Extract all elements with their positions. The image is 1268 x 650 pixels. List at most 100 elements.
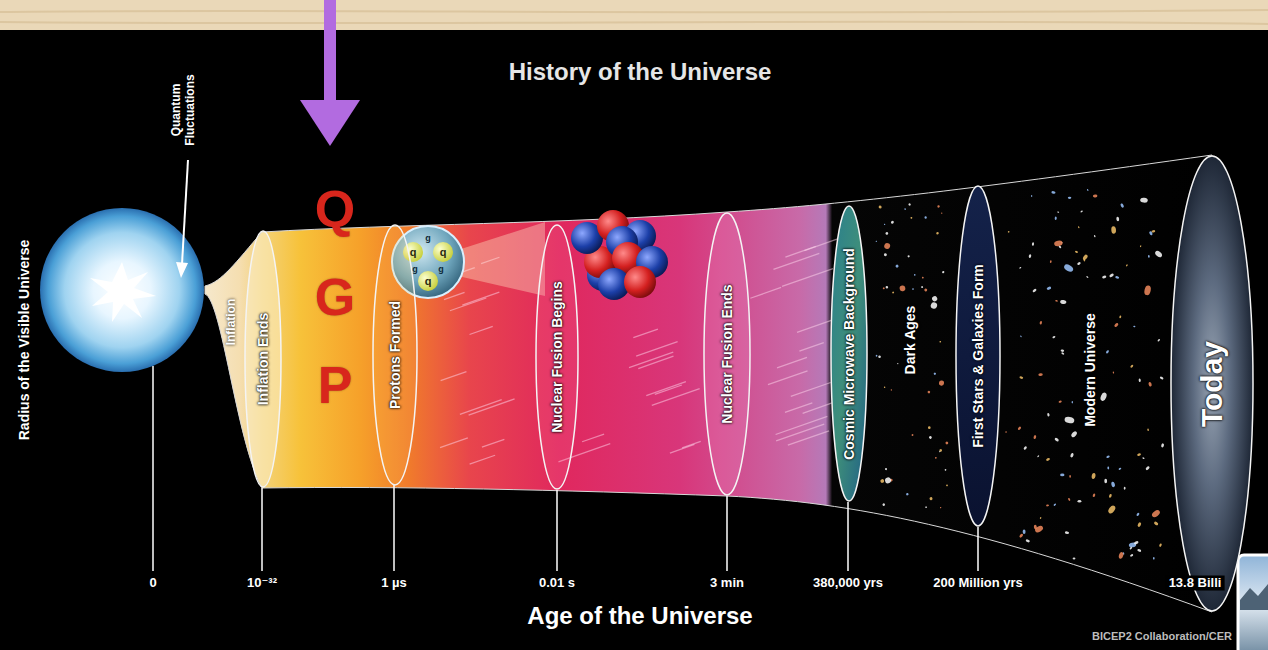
star-dot (891, 221, 894, 224)
epoch-label: Modern Universe (1082, 313, 1098, 427)
star-dot (1075, 250, 1079, 253)
diagram-title: History of the Universe (509, 58, 772, 86)
epoch-label: First Stars & Galaxies Form (970, 264, 986, 448)
universe-cone (205, 155, 1212, 612)
star-dot (1020, 335, 1022, 337)
star-dot (929, 497, 933, 501)
epoch-band: Inflation Ends (244, 230, 282, 488)
star-dot (1094, 235, 1096, 238)
star-dot (1159, 376, 1164, 380)
epoch-band: Nuclear Fusion Ends (703, 212, 751, 496)
epoch-label: Cosmic Microwave Background (841, 248, 857, 460)
star-dot (1130, 554, 1134, 558)
star-dot (939, 380, 945, 386)
highlight-arrow-head (300, 100, 360, 146)
star-dot (928, 435, 932, 439)
star-dot (1078, 226, 1080, 229)
star-dot (1065, 531, 1070, 534)
epoch-label: Nuclear Fusion Begins (549, 281, 565, 433)
star-dot (1118, 552, 1124, 560)
star-dot (1061, 352, 1065, 355)
star-dot (927, 390, 931, 394)
star-dot (1039, 321, 1042, 325)
star-dot (1054, 437, 1059, 442)
star-dot (1118, 467, 1121, 470)
star-dot (1080, 210, 1083, 213)
quark-ball (418, 271, 438, 291)
star-dot (1087, 189, 1089, 191)
star-dot (1115, 276, 1119, 279)
star-dot (1069, 475, 1071, 478)
band-ellipse (245, 231, 281, 487)
epoch-label: Today (1195, 340, 1229, 426)
star-dot (1151, 230, 1155, 233)
light-streak (633, 329, 658, 338)
star-dot (1055, 300, 1058, 302)
star-dot (1032, 242, 1035, 246)
pointer-head (176, 262, 188, 278)
star-dot (924, 216, 927, 219)
star-dot (899, 285, 906, 292)
star-dot (1083, 259, 1085, 262)
star-dot (942, 271, 945, 274)
epoch-band: First Stars & Galaxies Form (955, 185, 1001, 527)
star-dot (1140, 245, 1142, 247)
light-beam (458, 222, 545, 296)
star-dot (1047, 413, 1050, 417)
star-dot (1019, 267, 1022, 269)
star-dot (1119, 315, 1122, 318)
star-dot (1142, 457, 1145, 459)
star-dot (1114, 322, 1119, 327)
star-dot (939, 449, 942, 452)
light-streak (629, 352, 673, 367)
star-dot (1068, 498, 1071, 502)
star-dot (895, 264, 899, 268)
star-dot (1093, 194, 1098, 197)
star-dot (1109, 494, 1113, 499)
star-dot (1038, 373, 1043, 376)
star-dot (1106, 455, 1110, 458)
axis-title: Age of the Universe (527, 602, 752, 630)
star-dot (1060, 349, 1064, 352)
star-dot (884, 387, 886, 389)
star-dot (885, 286, 888, 289)
light-streak (636, 342, 677, 356)
star-dot (1005, 431, 1007, 433)
star-dot (1086, 276, 1089, 279)
time-value: 10⁻³² (244, 576, 280, 591)
star-dot (1078, 500, 1082, 502)
light-streak (682, 441, 701, 448)
star-dot (914, 274, 916, 276)
star-dot (1104, 479, 1107, 483)
gluon-symbol: g (412, 264, 418, 274)
light-streak (773, 253, 819, 269)
star-dot (1149, 231, 1154, 236)
star-dot (1046, 457, 1051, 461)
time-value: 1 µs (378, 576, 410, 591)
highlight-arrow-shaft (324, 0, 336, 100)
light-streak (777, 357, 807, 367)
star-dot (1099, 392, 1107, 402)
star-dot (1052, 335, 1056, 338)
star-dot (884, 224, 886, 226)
epoch-label: Inflation Ends (255, 313, 271, 406)
star-dot (897, 363, 898, 364)
light-streak (768, 371, 808, 385)
star-dot (1144, 285, 1152, 296)
star-dot (1107, 467, 1109, 470)
epoch-label: Nuclear Fusion Ends (719, 284, 735, 423)
star-dot (1129, 546, 1132, 549)
gluon-symbol: g (425, 233, 431, 243)
time-value: 0 (146, 576, 159, 591)
star-dot (1019, 533, 1024, 538)
band-ellipse (831, 206, 867, 501)
star-dot (875, 354, 877, 356)
big-bang-burst (90, 262, 156, 322)
light-streak (441, 372, 467, 381)
star-dot (1017, 426, 1021, 430)
light-streak (782, 269, 833, 287)
black-panel (0, 30, 1268, 650)
proton-ball (624, 266, 656, 298)
star-dot (1060, 474, 1064, 477)
star-dot (1070, 430, 1078, 438)
